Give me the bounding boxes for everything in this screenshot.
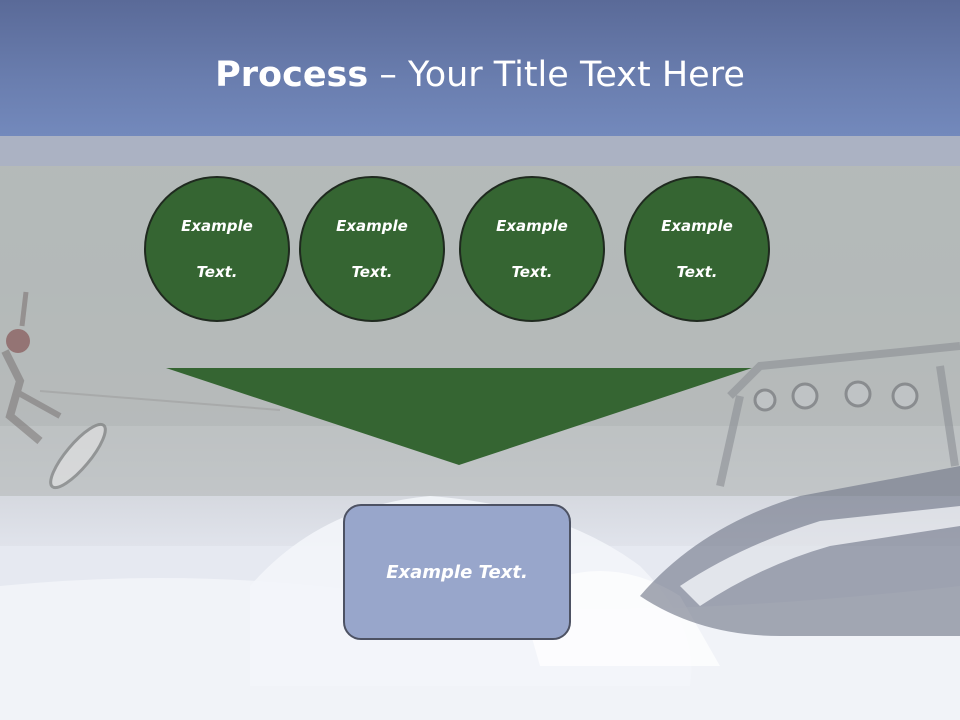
result-box: Example Text. bbox=[343, 504, 571, 640]
boat-photo bbox=[640, 342, 960, 636]
wakeboarder-photo bbox=[1, 291, 281, 490]
funnel-triangle bbox=[166, 368, 752, 465]
circle-4-line-2: Text. bbox=[676, 262, 718, 281]
circle-4-line-1: Example bbox=[661, 216, 733, 235]
slide-title-text: – Your Title Text Here bbox=[368, 55, 745, 95]
circle-2-line-1: Example bbox=[336, 216, 408, 235]
circle-1-line-1: Example bbox=[181, 216, 253, 235]
funnel-arrow bbox=[166, 368, 752, 465]
slide-title: Process – Your Title Text Here bbox=[0, 52, 960, 98]
circle-1-line-2: Text. bbox=[196, 262, 238, 281]
title-bar bbox=[0, 0, 960, 136]
slide-title-bold: Process bbox=[215, 55, 369, 95]
result-box-text: Example Text. bbox=[386, 561, 528, 583]
title-bar-accent bbox=[0, 136, 960, 166]
circle-3-line-1: Example bbox=[496, 216, 568, 235]
circle-3-line-2: Text. bbox=[511, 262, 553, 281]
circle-2-line-2: Text. bbox=[351, 262, 393, 281]
